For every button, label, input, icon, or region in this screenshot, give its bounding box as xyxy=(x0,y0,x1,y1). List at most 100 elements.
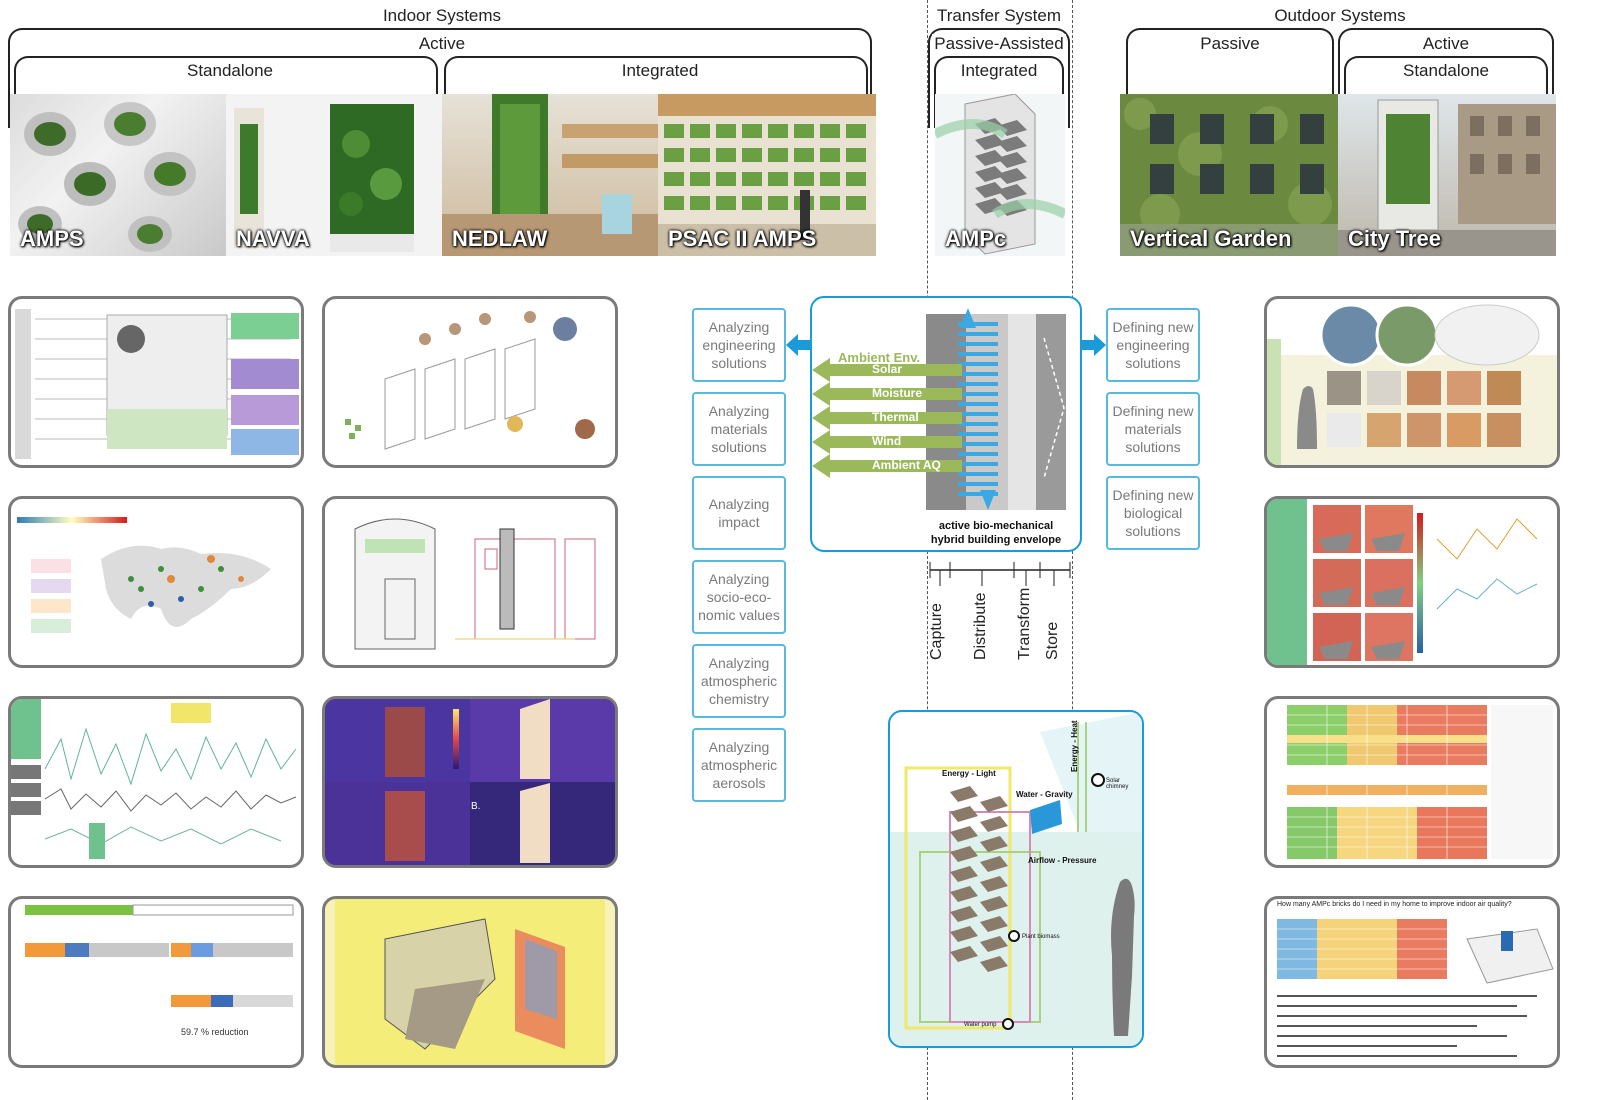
ampc-bricks-question: How many AMPc bricks do I need in my hom… xyxy=(1277,901,1512,908)
ambient-aq-label: Ambient AQ xyxy=(872,458,941,472)
outdoor-passive-label: Passive xyxy=(1190,34,1270,54)
city-tree-illustration xyxy=(1338,99,1556,256)
detail-diagram xyxy=(890,712,1142,1046)
indoor-systems-label: Indoor Systems xyxy=(382,6,502,25)
navva-label: NAVVA xyxy=(236,226,310,251)
photo-city-tree: City Tree xyxy=(1338,94,1556,256)
energy-light-label: Energy - Light xyxy=(942,769,996,778)
outdoor-systems-label: Outdoor Systems xyxy=(1274,6,1406,25)
ampc-bricks-table xyxy=(1277,919,1554,1057)
yellow-model-render xyxy=(335,899,605,1065)
envelope-diagram-frame: Ambient Env. Solar Moisture Thermal Wind… xyxy=(810,296,1082,552)
plant-mass-label: Plant biomass xyxy=(1022,934,1060,940)
arrow-to-defining xyxy=(1082,334,1106,356)
nedlaw-label: NEDLAW xyxy=(452,226,548,251)
ampc-illustration xyxy=(935,94,1065,255)
indoor-active-label: Active xyxy=(392,34,492,54)
outdoor-active-bracket xyxy=(1338,28,1554,128)
water-pump-label: Water pump xyxy=(964,1022,997,1028)
stage-store-label: Store xyxy=(1044,621,1061,660)
defining-engineering-box: Defining new engineering solutions xyxy=(1106,308,1200,382)
thermal-label: Thermal xyxy=(872,410,919,424)
amps-pods-illustration xyxy=(18,102,196,252)
airflow-pressure-label: Airflow - Pressure xyxy=(1028,856,1097,865)
panel-cfd-simulations xyxy=(1264,496,1560,668)
passive-assisted-bracket xyxy=(928,28,1070,128)
detail-diagram-frame: Energy - Light Energy - Heat Water - Gra… xyxy=(888,710,1144,1048)
photo-psac: PSAC II AMPS xyxy=(658,94,876,256)
results-heatmap-table xyxy=(1287,705,1553,859)
outdoor-standalone-label: Standalone xyxy=(1386,61,1506,81)
photo-amps: AMPS xyxy=(10,94,226,256)
analyzing-engineering-box: Analyzing engineering solutions xyxy=(692,308,786,382)
arrow-to-analyzing xyxy=(786,334,812,356)
ampc-label: AMPc xyxy=(945,226,1007,251)
analyzing-atmospheric-aerosols-box: Analyzing atmospheric aerosols xyxy=(692,728,786,802)
vertical-garden-illustration xyxy=(1120,94,1338,256)
water-gravity-label: Water - Gravity xyxy=(1016,790,1073,799)
amps-label: AMPS xyxy=(20,226,84,251)
solar-label: Solar xyxy=(872,362,903,376)
navva-illustration xyxy=(234,104,414,252)
impact-world-map xyxy=(17,517,271,633)
outdoor-active-label: Active xyxy=(1406,34,1486,54)
indoor-active-bracket xyxy=(8,28,872,128)
analyzing-materials-box: Analyzing materials solutions xyxy=(692,392,786,466)
svg-text:B.: B. xyxy=(471,801,480,812)
stage-dimension-line xyxy=(929,562,1071,586)
materials-samples-board xyxy=(1267,303,1557,465)
analyzing-atmospheric-chemistry-box: Analyzing atmospheric chemistry xyxy=(692,644,786,718)
envelope-caption-line2: hybrid building envelope xyxy=(930,534,1062,546)
panel-yellow-model xyxy=(322,896,618,1068)
panel-materials-samples xyxy=(1264,296,1560,468)
analyzing-impact-box: Analyzing impact xyxy=(692,476,786,550)
integrated-mid-bracket xyxy=(934,56,1064,128)
solar-chimney-label: Solar chimney xyxy=(1106,778,1129,790)
wind-label: Wind xyxy=(872,434,902,448)
integrated-left-label: Integrated xyxy=(600,61,720,81)
defining-materials-box: Defining new materials solutions xyxy=(1106,392,1200,466)
panel-ampc-bricks-question: How many AMPc bricks do I need in my hom… xyxy=(1264,896,1560,1068)
photo-vertical-garden: Vertical Garden xyxy=(1120,94,1338,256)
envelope-caption-line1: active bio-mechanical xyxy=(938,520,1054,532)
panel-results-table xyxy=(1264,696,1560,868)
timeseries-chart xyxy=(11,699,297,859)
integrated-mid-label: Integrated xyxy=(950,61,1048,81)
engineering-timeline-chart xyxy=(15,309,299,459)
panel-impact-map xyxy=(8,496,304,668)
cfd-simulation-grid xyxy=(1267,499,1538,665)
city-tree-label: City Tree xyxy=(1348,226,1441,251)
panel-timeseries xyxy=(8,696,304,868)
materials-exploded-diagram xyxy=(345,311,595,450)
passive-assisted-label: Passive-Assisted xyxy=(932,34,1066,54)
impact-section-drawing xyxy=(354,518,596,650)
analyzing-socio-economic-box: Analyzing socio-eco-nomic values xyxy=(692,560,786,634)
vertical-garden-label: Vertical Garden xyxy=(1130,226,1292,251)
reduction-label: 59.7 % reduction xyxy=(181,1027,249,1037)
standalone-left-bracket xyxy=(14,56,438,128)
panel-energy-bars: 59.7 % reduction xyxy=(8,896,304,1068)
stage-capture-label: Capture xyxy=(928,603,945,660)
transfer-system-label: Transfer System xyxy=(936,6,1062,25)
ambient-env-label: Ambient Env. xyxy=(838,350,921,365)
photo-ampc: AMPc xyxy=(935,94,1065,256)
panel-thermal-images: B. xyxy=(322,696,618,868)
integrated-left-bracket xyxy=(444,56,868,128)
defining-biological-box: Defining new biological solutions xyxy=(1106,476,1200,550)
stage-distribute-label: Distribute xyxy=(972,592,989,660)
outdoor-passive-bracket xyxy=(1126,28,1334,128)
energy-heat-label: Energy - Heat xyxy=(1070,720,1079,772)
panel-impact-section xyxy=(322,496,618,668)
psac-label: PSAC II AMPS xyxy=(668,226,817,251)
photo-nedlaw: NEDLAW xyxy=(442,94,658,256)
outdoor-standalone-bracket xyxy=(1344,56,1548,128)
thermal-imaging-grid: B. xyxy=(325,699,615,865)
nedlaw-illustration xyxy=(442,94,658,256)
stage-transform-label: Transform xyxy=(1016,587,1033,660)
photo-navva: NAVVA xyxy=(226,94,442,256)
standalone-left-label: Standalone xyxy=(170,61,290,81)
panel-materials-exploded xyxy=(322,296,618,468)
envelope-diagram xyxy=(812,308,1066,510)
moisture-label: Moisture xyxy=(872,386,923,400)
panel-engineering-timeline xyxy=(8,296,304,468)
